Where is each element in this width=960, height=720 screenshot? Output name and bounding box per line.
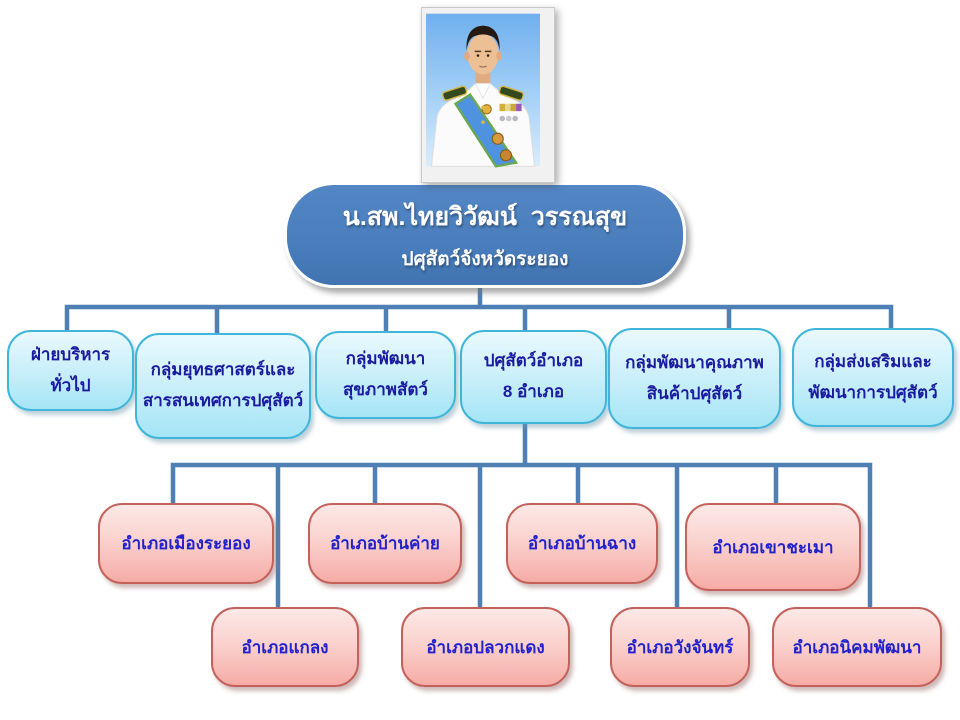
dept-label-line: สุขภาพสัตว์ [343, 380, 428, 399]
dept-box-product-quality: กลุ่มพัฒนาคุณภาพ สินค้าปศุสัตว์ [608, 328, 781, 429]
dept-box-general-administration: ฝ่ายบริหาร ทั่วไป [7, 330, 134, 411]
dept-box-animal-health: กลุ่มพัฒนา สุขภาพสัตว์ [315, 331, 456, 419]
dept-box-district-livestock-offices: ปศุสัตว์อำเภอ 8 อำเภอ [460, 330, 607, 424]
district-box-klaeng: อำเภอแกลง [211, 607, 359, 687]
root-box-provincial-livestock-officer: น.สพ.ไทยวิวัฒน์ วรรณสุข ปศุสัตว์จังหวัดร… [284, 182, 686, 288]
root-officer-name: น.สพ.ไทยวิวัฒน์ วรรณสุข [342, 202, 628, 231]
connector-level1-rail [64, 304, 894, 333]
district-box-mueang-rayong: อำเภอเมืองระยอง [98, 503, 274, 584]
district-label: อำเภอบ้านฉาง [527, 534, 637, 553]
district-label: อำเภอนิคมพัฒนา [792, 637, 922, 657]
district-label: อำเภอปลวกแดง [426, 637, 545, 657]
dept-box-strategy-information: กลุ่มยุทธศาสตร์และ สารสนเทศการปศุสัตว์ [135, 333, 311, 439]
director-photo [421, 7, 555, 183]
connector-level2-rail [170, 462, 873, 608]
district-label: อำเภอวังจันทร์ [626, 637, 734, 657]
district-label: อำเภอเขาชะเมา [712, 537, 834, 557]
district-box-ban-khai: อำเภอบ้านค่าย [308, 503, 462, 584]
dept-label-line: กลุ่มพัฒนา [345, 349, 426, 369]
district-label: อำเภอแกลง [241, 637, 329, 657]
dept-label-line: ปศุสัตว์อำเภอ [483, 351, 584, 371]
district-label: อำเภอบ้านค่าย [330, 534, 440, 553]
dept-label-line: ทั่วไป [50, 375, 91, 395]
dept-label-line: กลุ่มพัฒนาคุณภาพ [625, 352, 764, 372]
dept-label-line: 8 อำเภอ [502, 382, 565, 401]
dept-box-promotion-development: กลุ่มส่งเสริมและ พัฒนาการปศุสัตว์ [792, 328, 954, 427]
director-portrait-graphic [426, 13, 540, 168]
dept-label-line: กลุ่มยุทธศาสตร์และ [150, 360, 296, 380]
district-box-nikhom-phatthana: อำเภอนิคมพัฒนา [772, 607, 942, 687]
district-box-wang-chan: อำเภอวังจันทร์ [610, 607, 750, 687]
district-label: อำเภอเมืองระยอง [121, 534, 251, 553]
district-box-pluak-daeng: อำเภอปลวกแดง [401, 607, 570, 687]
dept-label-line: สินค้าปศุสัตว์ [646, 383, 743, 403]
dept-label-line: ฝ่ายบริหาร [30, 344, 111, 364]
root-officer-title: ปศุสัตว์จังหวัดระยอง [401, 248, 569, 270]
dept-label-line: กลุ่มส่งเสริมและ [814, 351, 932, 371]
district-box-khao-chamao: อำเภอเขาชะเมา [685, 503, 861, 591]
dept-label-line: พัฒนาการปศุสัตว์ [808, 382, 938, 402]
district-box-ban-chang: อำเภอบ้านฉาง [506, 503, 658, 584]
dept-label-line: สารสนเทศการปศุสัตว์ [142, 391, 304, 410]
